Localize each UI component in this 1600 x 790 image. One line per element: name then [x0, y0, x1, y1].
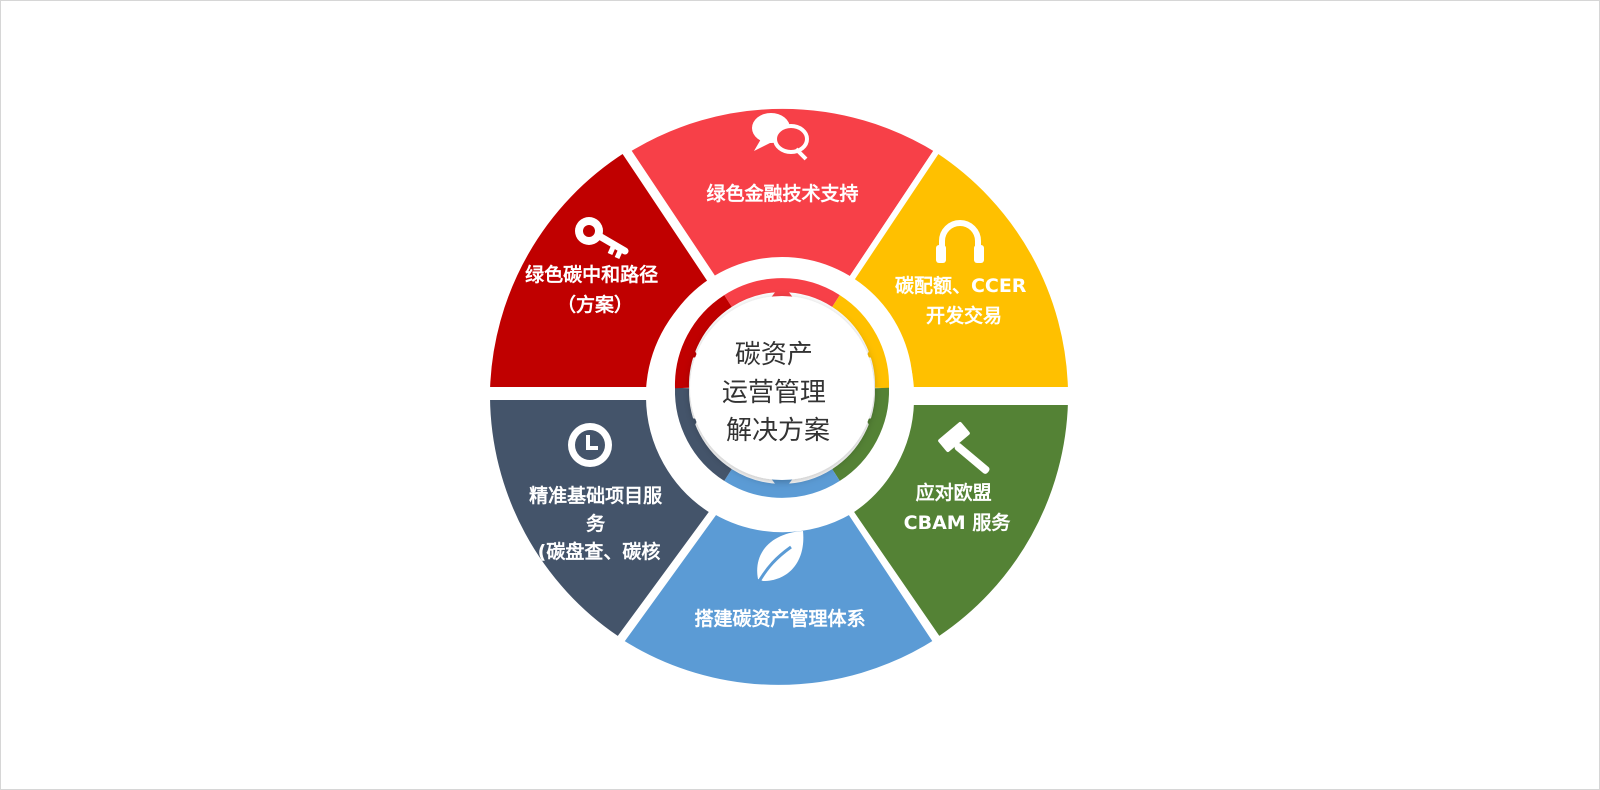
segment-upper-right-label: 碳配额、CCER 开发交易	[895, 274, 1033, 327]
leaf-icon	[755, 531, 804, 586]
segment-lower-right-label: 应对欧盟 CBAM 服务	[904, 481, 1012, 534]
segment-top: 绿色金融技术支持	[623, 102, 942, 287]
hub-color-ring	[674, 278, 890, 498]
key-icon	[575, 217, 629, 260]
hub-title: 碳资产 运营管理 解决方案	[722, 340, 834, 446]
gavel-icon	[938, 422, 990, 474]
hub-center-disc	[690, 296, 874, 480]
segment-bottom-shape	[616, 507, 941, 691]
clock-icon	[568, 423, 612, 467]
segment-lower-right-shape	[845, 399, 1075, 645]
segment-top-label: 绿色金融技术支持	[706, 182, 858, 205]
segment-lower-left-shape	[483, 394, 718, 645]
segment-lower-left: 精准基础项目服 务 (碳盘查、碳核	[483, 394, 718, 645]
segment-bottom: 搭建碳资产管理体系	[616, 507, 941, 691]
segment-lower-right: 应对欧盟 CBAM 服务	[845, 399, 1075, 645]
speech-bubbles-icon	[752, 113, 809, 161]
hub-arrows	[681, 283, 883, 493]
headphones-icon	[936, 220, 984, 263]
segment-bottom-label: 搭建碳资产管理体系	[694, 607, 865, 630]
segment-lower-left-label: 精准基础项目服 务 (碳盘查、碳核	[529, 484, 669, 563]
segment-upper-left-label: 绿色碳中和路径 （方案）	[525, 263, 665, 316]
